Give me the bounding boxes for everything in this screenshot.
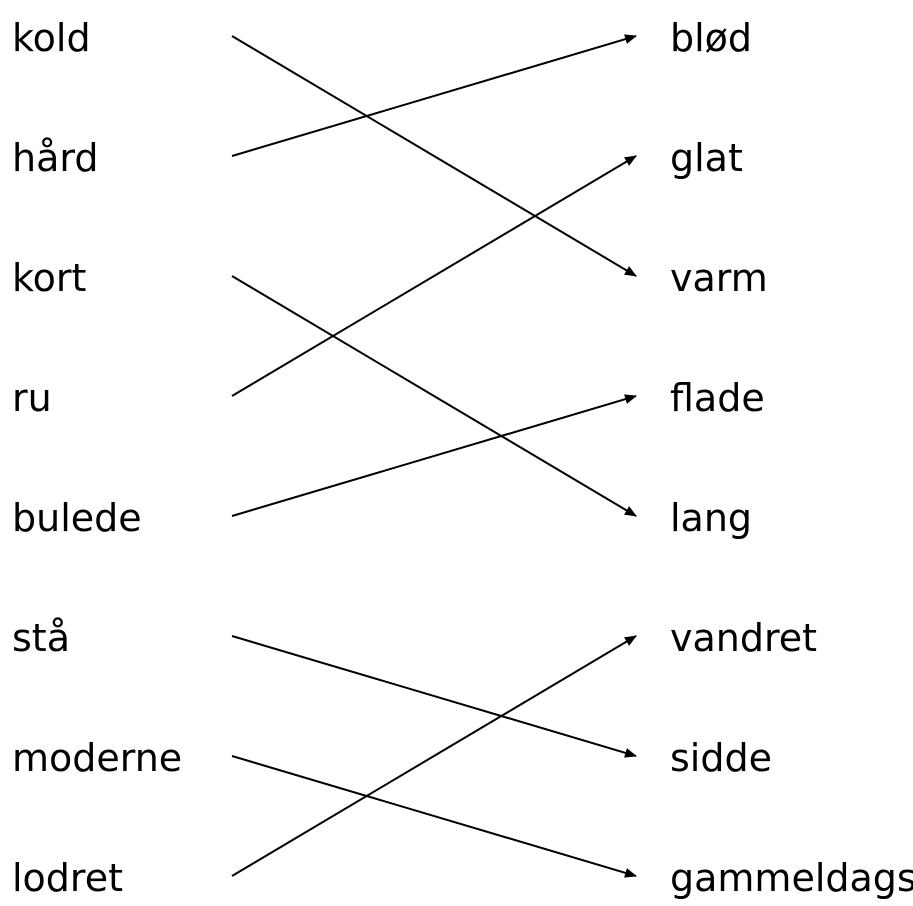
right-word-gammeldags: gammeldags [670,856,913,900]
right-word-glat: glat [670,136,743,180]
arrow-kold-to-varm [231,35,637,277]
arrow-moderne-to-gammeldags [231,755,637,878]
right-word-blod: blød [670,16,753,60]
left-word-hard: hård [12,136,99,180]
right-word-sidde: sidde [670,736,772,780]
arrow-ru-to-glat [231,155,637,397]
right-word-lang: lang [670,496,753,540]
left-word-sta: stå [12,616,70,660]
left-word-kold: kold [12,16,91,60]
left-word-bulede: bulede [12,496,142,540]
right-word-flade: flade [670,376,765,420]
left-word-kort: kort [12,256,87,300]
right-word-vandret: vandret [670,616,818,660]
left-word-ru: ru [12,376,52,420]
arrow-kort-to-lang [231,275,637,517]
arrow-hard-to-blod [231,34,637,157]
right-word-varm: varm [670,256,768,300]
arrow-bulede-to-flade [231,394,637,517]
arrow-sta-to-sidde [231,635,637,758]
left-word-moderne: moderne [12,736,183,780]
left-word-lodret: lodret [12,856,123,900]
arrow-lodret-to-vandret [231,635,637,877]
